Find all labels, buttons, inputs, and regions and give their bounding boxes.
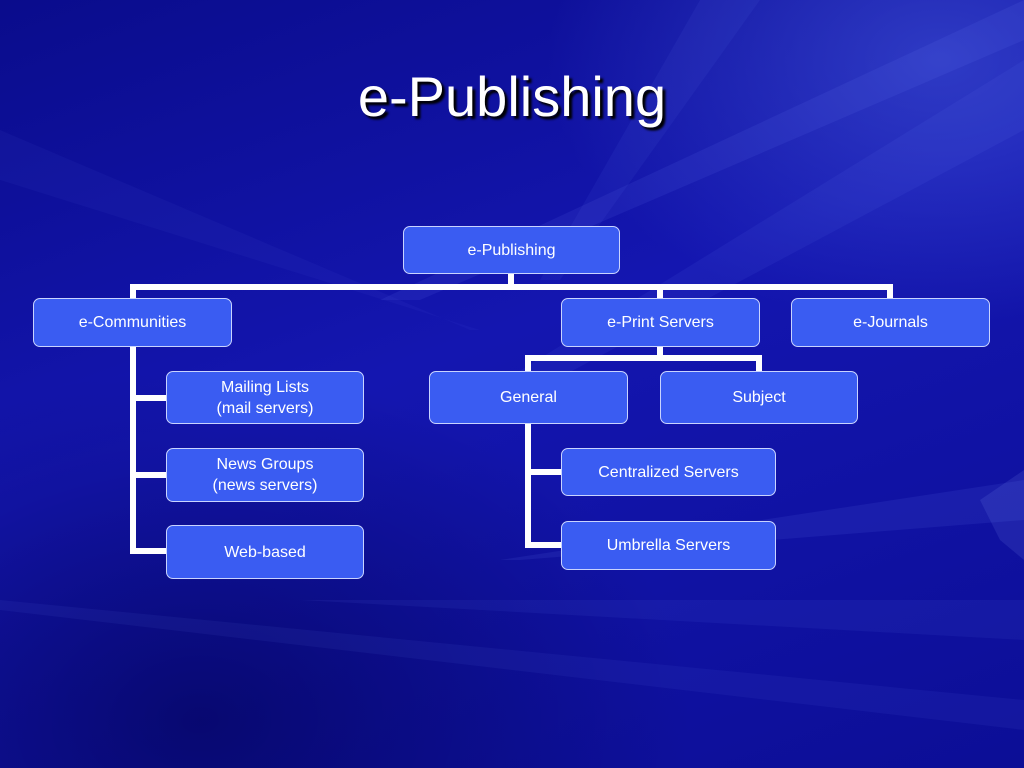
node-e-journals-label: e-Journals	[853, 314, 928, 331]
node-e-print-servers-label: e-Print Servers	[607, 314, 714, 331]
node-umbrella-servers: Umbrella Servers	[561, 521, 776, 570]
node-news-groups: News Groups (news servers)	[166, 448, 364, 502]
node-subject: Subject	[660, 371, 858, 424]
node-e-communities-label: e-Communities	[78, 314, 187, 331]
node-centralized-servers: Centralized Servers	[561, 448, 776, 496]
node-news-groups-line1: News Groups	[216, 456, 314, 473]
node-umbrella-servers-label: Umbrella Servers	[606, 537, 731, 554]
node-web-based-label: Web-based	[224, 543, 306, 561]
node-mailing-lists-line1: Mailing Lists	[220, 378, 310, 396]
slide-title: e-Publishing	[357, 65, 667, 128]
node-e-journals: e-Journals	[791, 298, 990, 347]
node-e-publishing: e-Publishing	[403, 226, 620, 274]
node-mailing-lists: Mailing Lists (mail servers)	[166, 371, 364, 424]
node-centralized-servers-label: Centralized Servers	[598, 463, 739, 481]
node-general-label: General	[500, 389, 557, 406]
node-web-based: Web-based	[166, 525, 364, 579]
node-news-groups-line2: (news servers)	[212, 477, 318, 494]
node-e-print-servers: e-Print Servers	[561, 298, 760, 347]
node-e-publishing-label: e-Publishing	[467, 241, 556, 259]
node-e-communities: e-Communities	[33, 298, 232, 347]
node-general: General	[429, 371, 628, 424]
node-subject-label: Subject	[732, 389, 786, 406]
node-mailing-lists-line2: (mail servers)	[216, 399, 314, 417]
